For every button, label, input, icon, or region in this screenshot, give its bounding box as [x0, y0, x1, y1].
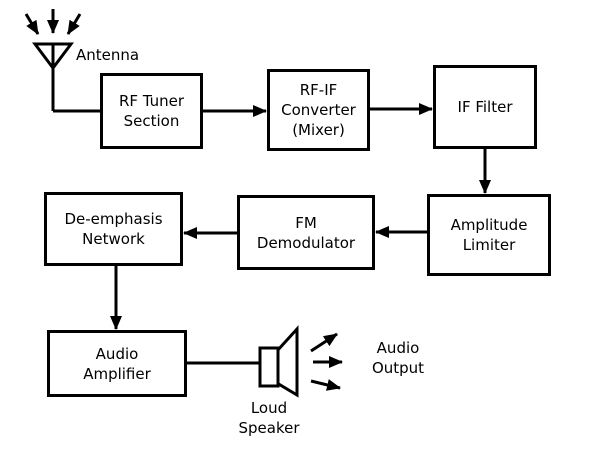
loud-speaker-label: Loud Speaker — [238, 399, 300, 437]
block-if-filter-label: IF Filter — [457, 98, 513, 116]
block-amplitude-limiter-label: Amplitude Limiter — [450, 216, 528, 254]
antenna-label: Antenna — [76, 46, 140, 64]
block-rf-if-converter-mixer: RF-IF Converter (Mixer) — [267, 69, 370, 151]
block-if-filter: IF Filter — [433, 65, 537, 149]
block-de-emphasis-network-label: De-emphasis Network — [64, 210, 163, 248]
block-rf-if-converter-mixer-label: RF-IF Converter (Mixer) — [281, 81, 356, 139]
block-audio-amplifier: Audio Amplifier — [47, 330, 187, 397]
antenna-icon — [32, 42, 100, 113]
sound-output-arrows-icon — [310, 332, 343, 391]
block-amplitude-limiter: Amplitude Limiter — [427, 194, 551, 276]
incoming-signal-arrows-icon — [24, 9, 82, 35]
block-rf-tuner-section-label: RF Tuner Section — [118, 92, 185, 130]
block-fm-demodulator-label: FM Demodulator — [256, 213, 356, 252]
block-de-emphasis-network: De-emphasis Network — [44, 192, 183, 266]
audio-output-label: Audio Output — [371, 339, 425, 377]
block-audio-amplifier-label: Audio Amplifier — [83, 344, 151, 383]
block-rf-tuner-section: RF Tuner Section — [100, 73, 203, 149]
block-fm-demodulator: FM Demodulator — [237, 195, 375, 270]
loudspeaker-icon — [258, 325, 299, 398]
